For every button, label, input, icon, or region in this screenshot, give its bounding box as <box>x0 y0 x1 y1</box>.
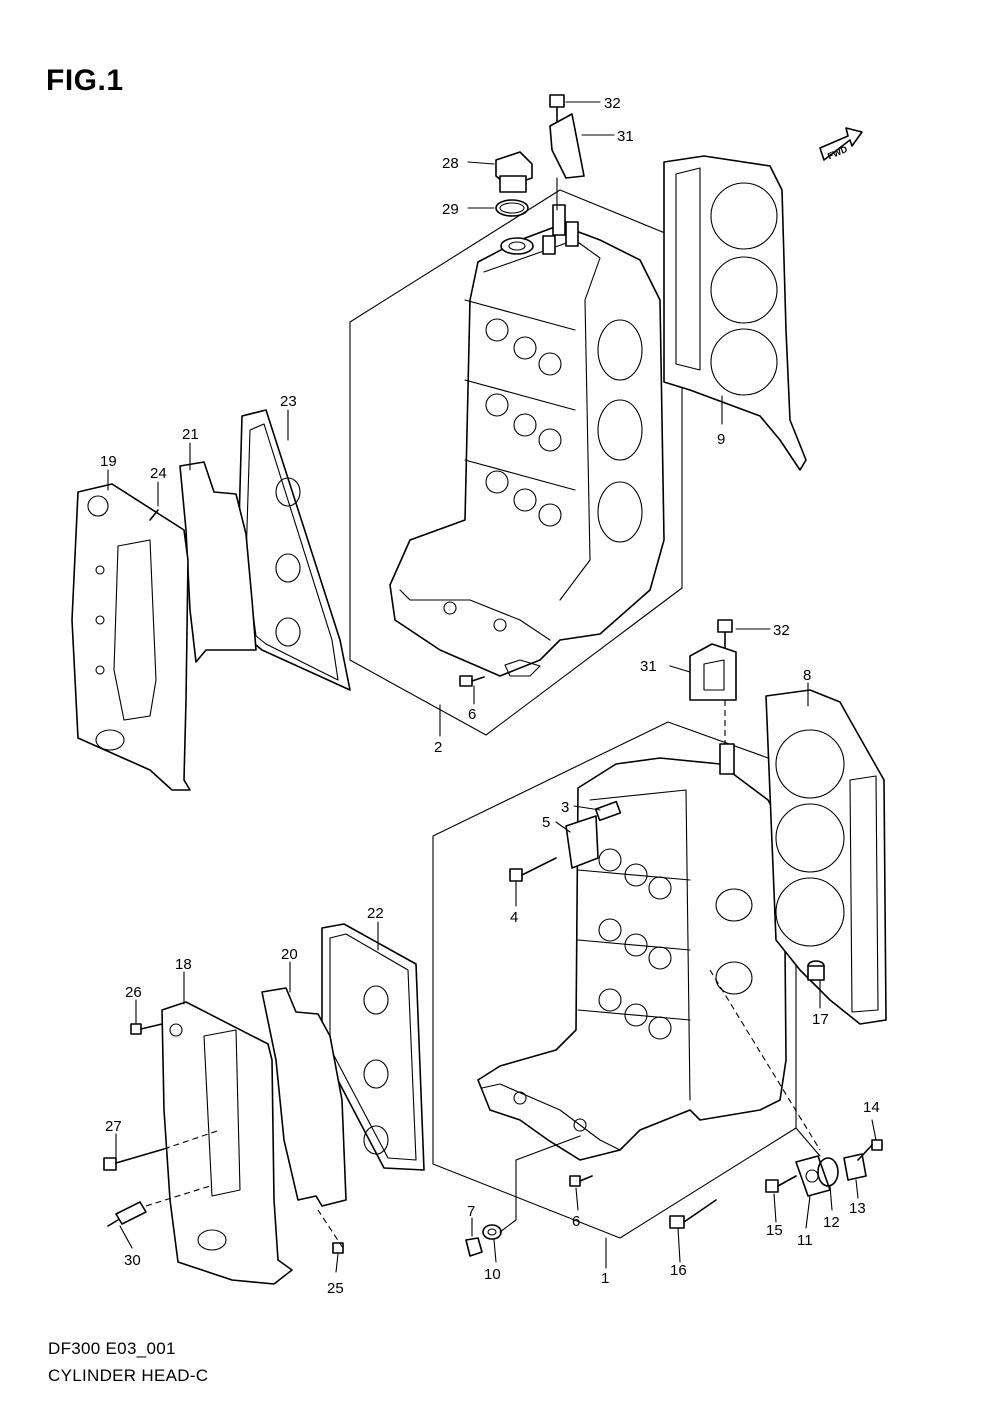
bolt-27 <box>103 1148 165 1171</box>
cap-13 <box>843 1153 867 1181</box>
upper-assembly-outline <box>349 189 683 736</box>
bolt-32-lower <box>717 619 733 657</box>
callout-12: 12 <box>823 1214 840 1231</box>
figure-title: FIG.1 <box>46 64 124 97</box>
callout-11: 11 <box>797 1232 813 1249</box>
cover-plate-20 <box>261 987 347 1207</box>
callout-30: 30 <box>124 1252 141 1269</box>
callout-6-lower: 6 <box>572 1213 580 1230</box>
housing-11 <box>795 1155 831 1197</box>
callout-31-top: 31 <box>617 128 634 145</box>
cover-plate-21 <box>179 461 257 663</box>
bolt-26 <box>130 1023 163 1035</box>
callout-31-lower: 31 <box>640 658 657 675</box>
callout-25: 25 <box>327 1280 344 1297</box>
leader-lines <box>107 101 877 1273</box>
callout-1: 1 <box>601 1270 609 1287</box>
screw-24 <box>149 509 159 521</box>
bracket-31-lower <box>689 643 737 701</box>
callout-21: 21 <box>182 426 199 443</box>
washer-10 <box>482 1224 502 1240</box>
callout-28: 28 <box>442 155 459 172</box>
callout-23: 23 <box>280 393 297 410</box>
callout-26: 26 <box>125 984 142 1001</box>
callout-15: 15 <box>766 1222 783 1239</box>
fwd-arrow-icon: FWD <box>819 127 863 161</box>
callout-18: 18 <box>175 956 192 973</box>
callout-8: 8 <box>803 667 811 684</box>
diagram-code: DF300 E03_001 <box>48 1339 176 1358</box>
plug-7 <box>465 1237 483 1257</box>
callout-20: 20 <box>281 946 298 963</box>
callout-17: 17 <box>812 1011 829 1028</box>
callout-4: 4 <box>510 909 518 926</box>
bracket-31-top <box>549 113 585 179</box>
dowel-pin-17 <box>807 960 825 981</box>
screw-25 <box>332 1242 344 1254</box>
o-ring-29 <box>495 199 529 217</box>
cylinder-head-cover-19 <box>71 483 191 791</box>
callout-14: 14 <box>863 1099 880 1116</box>
callout-6-upper: 6 <box>468 706 476 723</box>
callout-24: 24 <box>150 465 167 482</box>
callout-27: 27 <box>105 1118 122 1135</box>
bolt-6-upper <box>459 675 485 687</box>
callout-32-lower: 32 <box>773 622 790 639</box>
callout-22: 22 <box>367 905 384 922</box>
callout-19: 19 <box>100 453 117 470</box>
callout-13: 13 <box>849 1200 866 1217</box>
callout-3: 3 <box>561 799 569 816</box>
bolt-6-lower <box>569 1175 593 1187</box>
upper-cylinder-head <box>389 204 665 677</box>
callout-16: 16 <box>670 1262 687 1279</box>
head-gasket-9 <box>663 155 807 471</box>
diagram-name: CYLINDER HEAD-C <box>48 1366 209 1385</box>
oil-filler-cap-28 <box>495 151 533 193</box>
callout-32-top: 32 <box>604 95 621 112</box>
callout-9: 9 <box>717 431 725 448</box>
lower-cylinder-head <box>477 743 787 1161</box>
sensor-30 <box>107 1201 147 1227</box>
callout-10: 10 <box>484 1266 501 1283</box>
callout-2: 2 <box>434 739 442 756</box>
bolt-16 <box>669 1199 717 1229</box>
callout-5: 5 <box>542 814 550 831</box>
cylinder-head-cover-18 <box>161 1001 293 1285</box>
bolt-4 <box>509 857 557 882</box>
bracket-5 <box>565 815 599 869</box>
o-ring-12 <box>817 1157 839 1187</box>
callout-7: 7 <box>467 1203 475 1220</box>
callout-29: 29 <box>442 201 459 218</box>
bolt-15 <box>765 1175 797 1193</box>
pin-3 <box>594 800 622 822</box>
callout-labels: 32 31 28 29 9 23 21 19 24 6 2 32 31 8 3 … <box>100 95 880 1297</box>
head-gasket-8 <box>765 689 887 1025</box>
bolt-14 <box>857 1139 883 1161</box>
